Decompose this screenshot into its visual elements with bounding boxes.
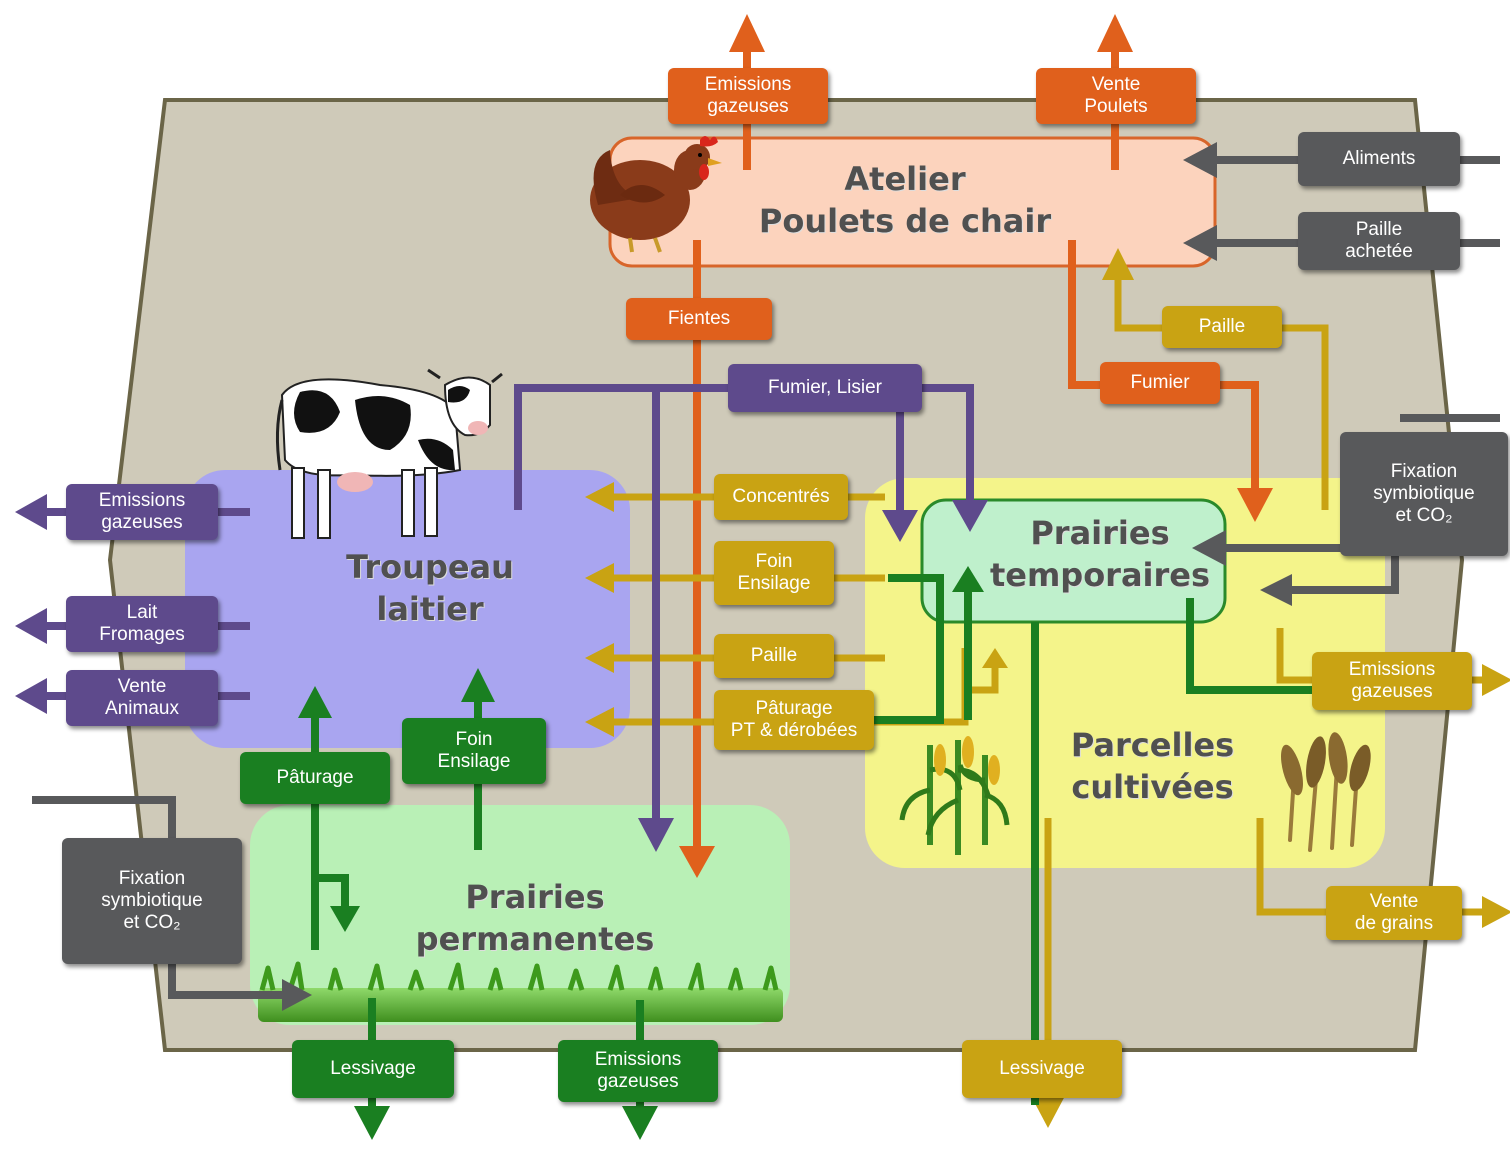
poultry-zone-title: Atelier Poulets de chair bbox=[758, 160, 1052, 240]
cow-icon bbox=[275, 368, 503, 539]
herd-zone bbox=[185, 470, 630, 748]
fixation-left-label: Fixation symbiotique et CO₂ bbox=[62, 838, 242, 964]
feed-input-label: Aliments bbox=[1298, 132, 1460, 186]
purchased-straw-label: Paille achetée bbox=[1298, 212, 1460, 270]
permanent-hay-silage-label: Foin Ensilage bbox=[402, 718, 546, 784]
concentrates-label: Concentrés bbox=[714, 474, 848, 520]
orange-arrowheads bbox=[679, 14, 1273, 878]
poultry-sale-label: Vente Poulets bbox=[1036, 68, 1196, 124]
animal-sale-label: Vente Animaux bbox=[66, 670, 218, 726]
wheat-icon bbox=[1281, 732, 1371, 852]
permanent-emissions-label: Emissions gazeuses bbox=[558, 1040, 718, 1102]
permanent-grassland-zone-title: Prairies permanentes bbox=[415, 878, 655, 958]
permanent-grazing-label: Pâturage bbox=[240, 752, 390, 804]
straw-to-poultry-label: Paille bbox=[1162, 306, 1282, 348]
cultivated-plots-zone-title: Parcelles cultivées bbox=[1070, 726, 1235, 806]
crop-hay-silage-label: Foin Ensilage bbox=[714, 541, 834, 605]
crop-leaching-label: Lessivage bbox=[962, 1040, 1122, 1098]
manure-slurry-label: Fumier, Lisier bbox=[728, 364, 922, 412]
crop-emissions-label: Emissions gazeuses bbox=[1312, 652, 1472, 710]
temporary-grassland-zone-title: Prairies temporaires bbox=[989, 514, 1211, 594]
herd-emissions-label: Emissions gazeuses bbox=[66, 484, 218, 540]
grey-arrowheads bbox=[282, 142, 1292, 1011]
poultry-manure-label: Fumier bbox=[1100, 362, 1220, 404]
droppings-label: Fientes bbox=[626, 298, 772, 340]
milk-cheese-label: Lait Fromages bbox=[66, 596, 218, 652]
grain-sale-label: Vente de grains bbox=[1326, 886, 1462, 940]
straw-to-herd-label: Paille bbox=[714, 634, 834, 678]
grass-icon bbox=[258, 961, 783, 1022]
fixation-right-label: Fixation symbiotique et CO₂ bbox=[1340, 432, 1508, 556]
gold-arrowheads bbox=[585, 248, 1510, 1128]
permanent-leaching-label: Lessivage bbox=[292, 1040, 454, 1098]
maize-icon bbox=[899, 736, 1010, 855]
chicken-icon bbox=[590, 136, 722, 253]
poultry-emissions-label: Emissions gazeuses bbox=[668, 68, 828, 124]
temporary-grazing-label: Pâturage PT & dérobées bbox=[714, 690, 874, 750]
purple-arrowheads bbox=[15, 494, 988, 852]
dairy-herd-zone-title: Troupeau laitier bbox=[346, 548, 514, 628]
green-arrowheads bbox=[298, 566, 984, 1140]
